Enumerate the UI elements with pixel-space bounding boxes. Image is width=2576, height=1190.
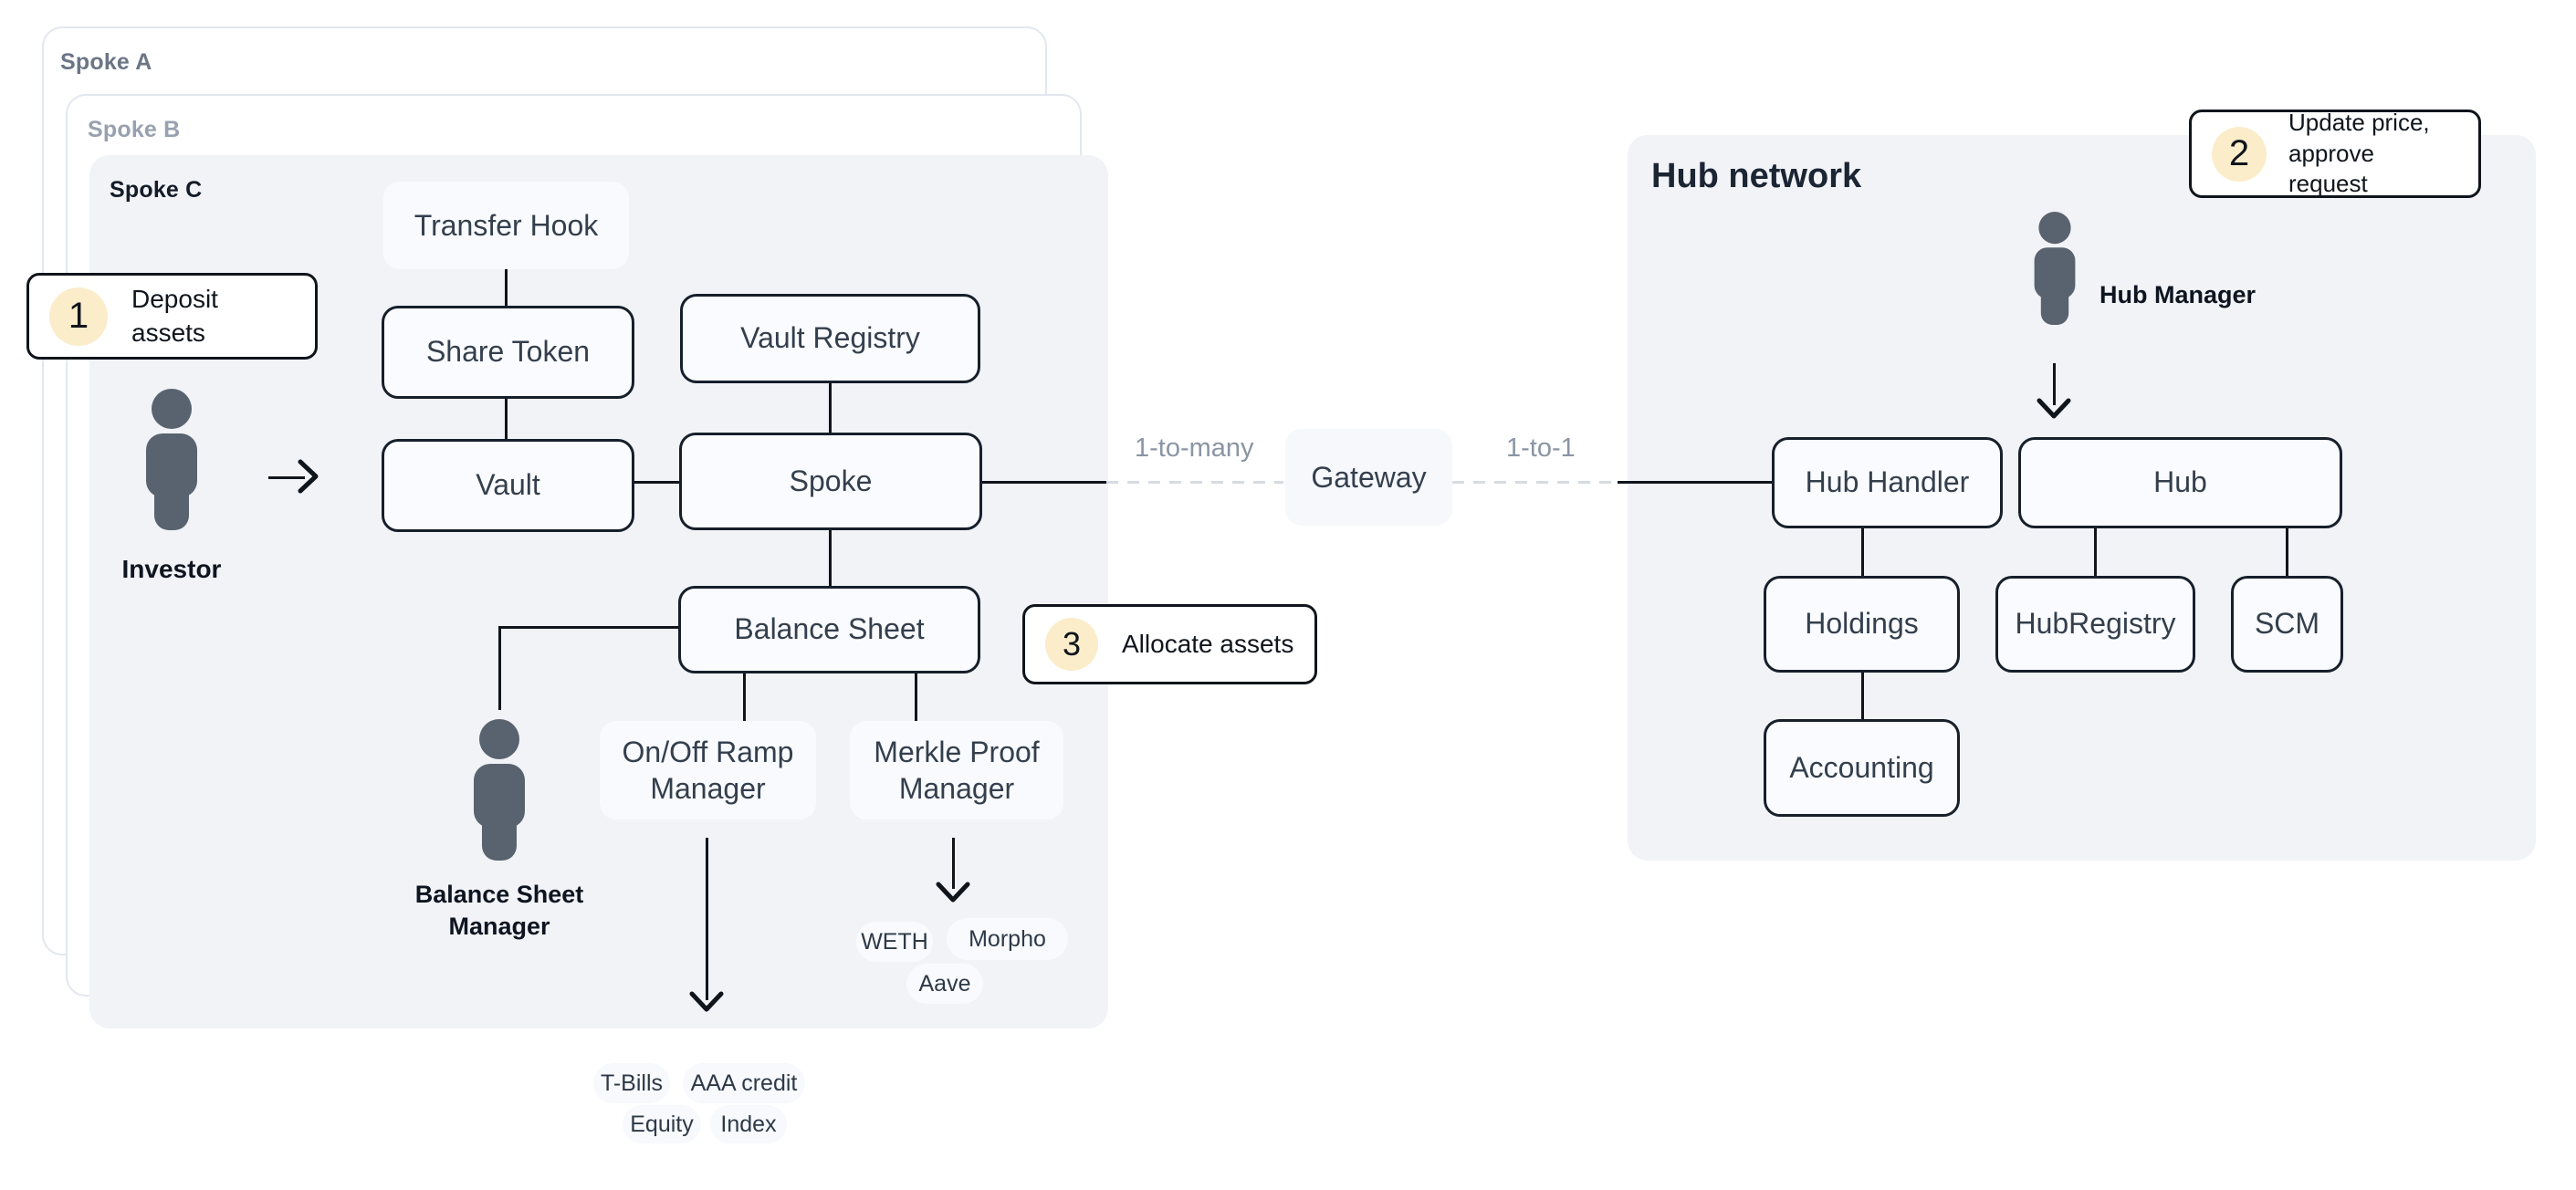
merkle-arrow-shaft [952, 838, 955, 889]
connector-spoke-balancesheet [829, 530, 832, 586]
tag-t-bills: T-Bills [593, 1063, 670, 1103]
investor-deposit-arrow-shaft [268, 476, 305, 479]
node-gateway: Gateway [1285, 429, 1452, 526]
balance-sheet-manager-icon [472, 719, 527, 861]
step-2-label-line2: approve request [2288, 139, 2374, 198]
person-legs [154, 486, 189, 530]
person-legs [2040, 289, 2069, 325]
node-vault: Vault [382, 439, 634, 532]
tag-index: Index [710, 1105, 787, 1143]
step-2-label: Update price, approve request [2288, 108, 2458, 200]
tag-morpho: Morpho [947, 918, 1068, 960]
step-3-label: Allocate assets [1122, 629, 1294, 658]
investor-label: Investor [121, 555, 222, 583]
connector-transferhook-sharetoken [505, 269, 508, 306]
connector-hub-scm [2286, 528, 2288, 576]
person-head [152, 389, 192, 429]
arrow-right-icon [298, 459, 319, 494]
balance-sheet-manager-label: Balance Sheet Manager [414, 881, 584, 941]
step-1-number: 1 [49, 287, 108, 346]
person-head [2038, 212, 2071, 245]
connector-to-hubhandler [1618, 481, 1772, 484]
arrow-down-icon [2037, 398, 2071, 419]
tag-aave: Aave [906, 964, 983, 1004]
node-scm: SCM [2231, 576, 2343, 673]
step-1-label: Deposit assets [131, 285, 218, 347]
hub-manager-icon [2033, 212, 2077, 325]
node-holdings: Holdings [1764, 576, 1960, 673]
connector-spoke-panel-edge [982, 481, 1106, 484]
step-2-number: 2 [2212, 126, 2267, 182]
one-to-many-label: 1-to-many [1135, 433, 1254, 463]
connector-dashed-from-gateway [1452, 481, 1618, 484]
node-hub-handler: Hub Handler [1772, 437, 2003, 528]
node-spoke: Spoke [679, 433, 982, 530]
connector-vault-spoke [634, 481, 679, 484]
connector-balancesheet-onofframp [743, 673, 746, 721]
person-legs [482, 817, 517, 861]
spoke-a-label: Spoke A [60, 49, 152, 75]
node-on-off-ramp-manager: On/Off Ramp Manager [600, 721, 816, 819]
one-to-one-label: 1-to-1 [1506, 433, 1576, 463]
connector-balancesheet-elbow-v [498, 626, 501, 710]
tag-weth: WETH [856, 922, 933, 962]
person-head [479, 719, 519, 759]
on-off-ramp-arrow-shaft [706, 838, 708, 1000]
connector-sharetoken-vault [505, 399, 508, 439]
connector-balancesheet-merkle [915, 673, 917, 721]
step-2-label-line1: Update price, [2288, 108, 2430, 136]
step-3-badge: 3 Allocate assets [1022, 604, 1317, 684]
node-vault-registry: Vault Registry [680, 294, 980, 383]
step-2-badge: 2 Update price, approve request [2189, 108, 2481, 200]
tag-equity: Equity [623, 1105, 701, 1143]
node-hub: Hub [2018, 437, 2342, 528]
investor-icon [144, 389, 199, 530]
node-share-token: Share Token [382, 306, 634, 399]
connector-vaultregistry-spoke [829, 383, 832, 433]
node-transfer-hook: Transfer Hook [383, 182, 629, 269]
step-1-badge: 1 Deposit assets [26, 273, 318, 360]
arrow-down-icon [689, 991, 724, 1012]
hub-network-title: Hub network [1651, 157, 1862, 195]
node-hub-registry: HubRegistry [1995, 576, 2195, 673]
spoke-c-label: Spoke C [110, 177, 203, 203]
tag-aaa-credit: AAA credit [683, 1063, 805, 1103]
spoke-b-label: Spoke B [88, 117, 181, 142]
hub-manager-arrow-shaft [2053, 363, 2056, 405]
connector-hubhandler-holdings [1861, 528, 1864, 576]
step-3-number: 3 [1045, 618, 1098, 671]
node-balance-sheet: Balance Sheet [678, 586, 980, 673]
arrow-down-icon [936, 882, 970, 903]
hub-manager-label: Hub Manager [2100, 281, 2257, 308]
connector-hub-hubregistry [2094, 528, 2097, 576]
connector-holdings-accounting [1861, 673, 1864, 719]
node-accounting: Accounting [1764, 719, 1960, 817]
node-merkle-proof-manager: Merkle Proof Manager [850, 721, 1063, 819]
connector-dashed-to-gateway [1106, 481, 1283, 484]
connector-balancesheet-elbow-h [499, 626, 678, 629]
